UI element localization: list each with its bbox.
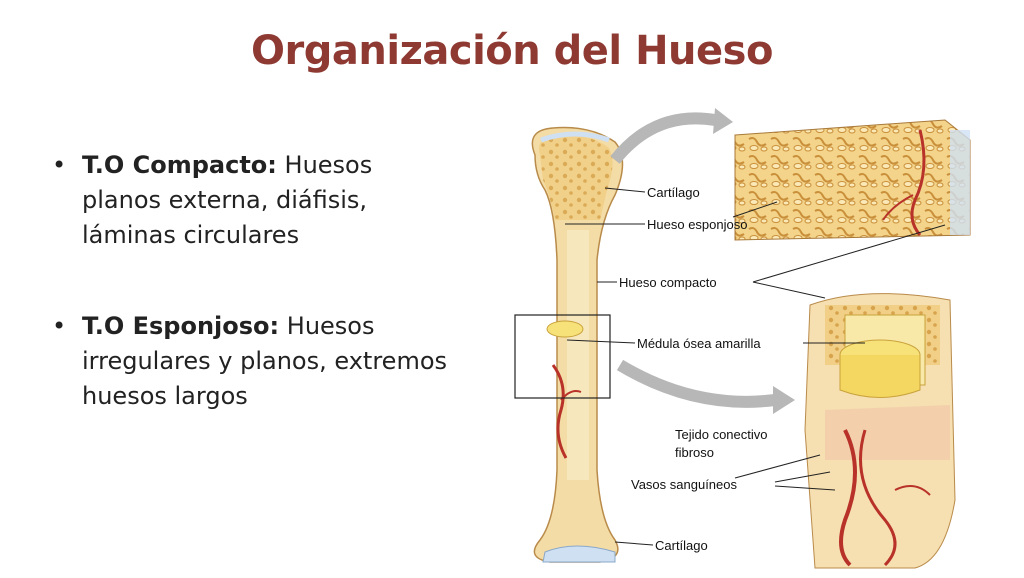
label-spongy-bone: Hueso esponjoso xyxy=(647,217,748,232)
label-connective-tissue-2: fibroso xyxy=(675,445,715,460)
bullet-list: • T.O Compacto: Huesos planos externa, d… xyxy=(52,148,452,470)
spongy-detail xyxy=(734,119,971,241)
slide-title: Organización del Hueso xyxy=(251,28,773,74)
bone-diagram: Cartílago Hueso esponjoso Hueso compacto… xyxy=(505,100,980,570)
label-yellow-marrow: Médula ósea amarilla xyxy=(637,336,761,351)
compact-detail xyxy=(804,293,956,569)
leader-lines xyxy=(565,187,946,546)
label-compact-bone: Hueso compacto xyxy=(619,275,717,290)
long-bone xyxy=(514,126,624,563)
bullet-term: T.O Esponjoso: xyxy=(82,312,280,340)
bullet-term: T.O Compacto: xyxy=(82,151,277,179)
label-cartilage-bottom: Cartílago xyxy=(655,538,708,553)
bullet-text: Huesos planos externa, diáfisis, láminas… xyxy=(82,151,373,249)
bone-illustration xyxy=(514,108,971,569)
bullet-spongy: • T.O Esponjoso: Huesos irregulares y pl… xyxy=(52,309,452,414)
bullet-text: Huesos irregulares y planos, extremos hu… xyxy=(82,312,448,410)
label-blood-vessels: Vasos sanguíneos xyxy=(631,477,737,492)
bullet-dot-icon: • xyxy=(52,312,67,340)
label-connective-tissue: Tejido conectivo xyxy=(675,427,768,442)
magnify-arrows xyxy=(610,108,795,414)
label-cartilage-top: Cartílago xyxy=(647,185,700,200)
bullet-compact: • T.O Compacto: Huesos planos externa, d… xyxy=(52,148,452,253)
bullet-dot-icon: • xyxy=(52,151,67,179)
